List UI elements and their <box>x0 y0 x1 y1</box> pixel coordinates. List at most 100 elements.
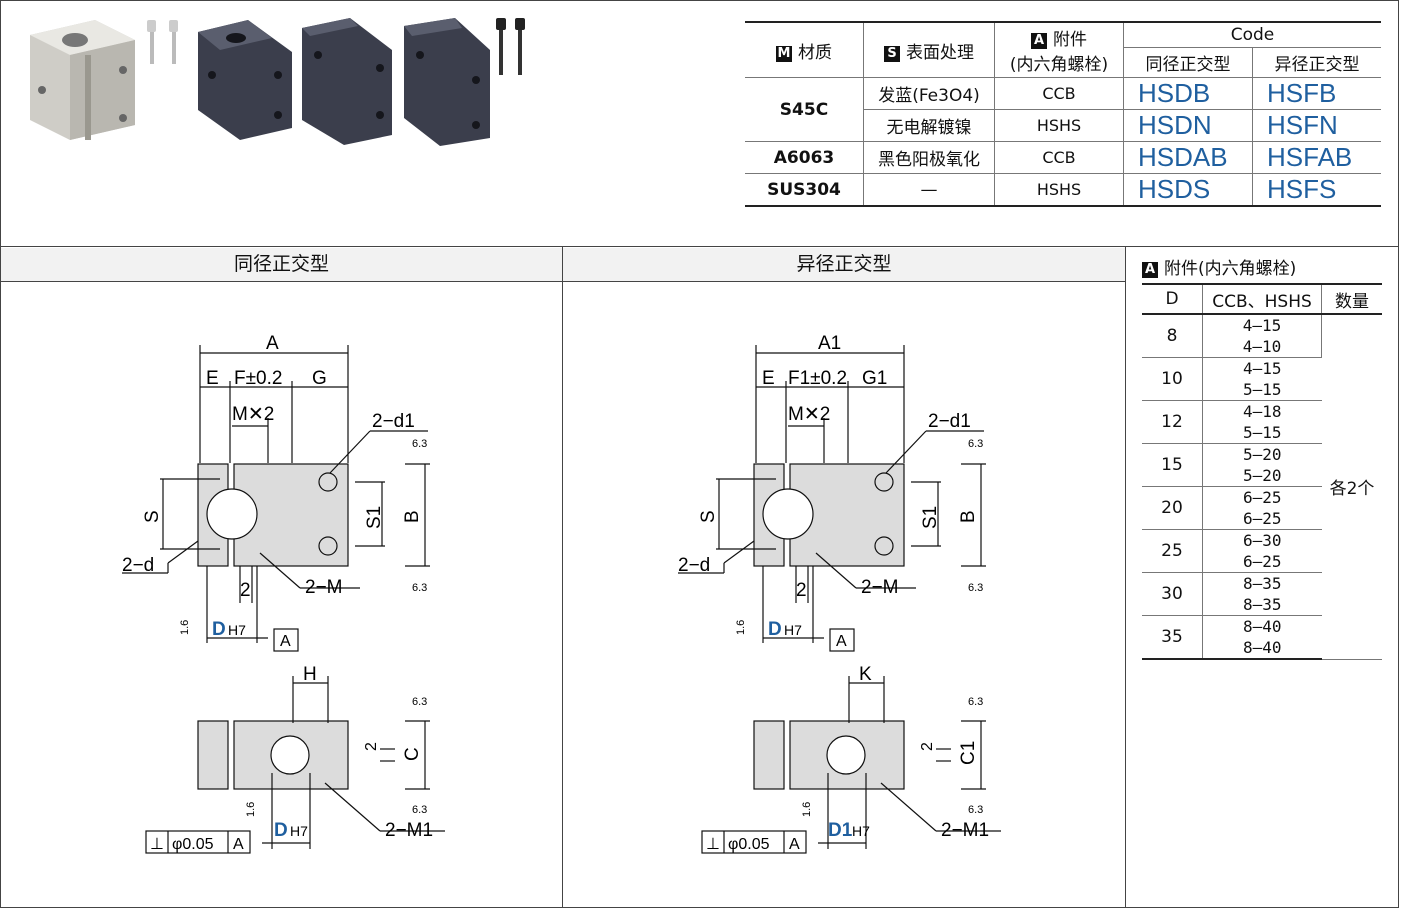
section-divider-2 <box>1125 246 1126 908</box>
dim-E: E <box>762 368 775 389</box>
code-same-cell: HSDN <box>1123 109 1253 142</box>
dim-M1: 2−M1 <box>941 820 989 841</box>
dim-K: K <box>859 664 872 685</box>
dim-D-bottom: D <box>274 820 288 841</box>
acc-header-bolt: CCB、HSHS <box>1202 283 1322 315</box>
code-same-cell: HSDS <box>1123 173 1253 207</box>
dim-S: S <box>142 510 163 523</box>
header-code-same: 同径正交型 <box>1123 47 1253 78</box>
ra-16: 1.6 <box>735 620 747 635</box>
dim-D: D <box>768 619 782 640</box>
dim-M1: 2−M1 <box>385 820 433 841</box>
ra-16-b: 1.6 <box>245 802 257 817</box>
dim-F: F±0.2 <box>234 368 282 389</box>
ra-bottom: 6.3 <box>412 582 427 594</box>
dim-d1: 2−d1 <box>928 411 971 432</box>
ra-top: 6.3 <box>412 438 427 450</box>
header-code: Code <box>1123 21 1381 48</box>
header-code-diff: 异径正交型 <box>1252 47 1381 78</box>
surface-cell: 发蓝(Fe3O4) <box>863 77 995 110</box>
dim-MX2: M✕2 <box>788 404 830 425</box>
silver-block-photo <box>30 20 135 140</box>
product-photos <box>30 18 525 146</box>
dim-d1: 2−d1 <box>372 411 415 432</box>
acc-d: 15 <box>1142 443 1203 487</box>
code-diff-cell: HSFB <box>1252 77 1381 110</box>
material-cell: SUS304 <box>745 173 864 207</box>
acc-qty: 各2个 <box>1321 314 1382 660</box>
section-divider-1 <box>562 246 563 908</box>
material-badge: M <box>776 45 792 62</box>
surface-cell: 黑色阳极氧化 <box>863 141 995 174</box>
dim-M: 2−M <box>861 577 899 598</box>
accessory-cell: CCB <box>994 77 1124 110</box>
acc-d: 12 <box>1142 400 1203 444</box>
code-diff-cell: HSFAB <box>1252 141 1381 174</box>
tol-ref: A <box>789 836 800 853</box>
code-same-cell: HSDB <box>1123 77 1253 110</box>
code-same-cell: HSDAB <box>1123 141 1253 174</box>
dim-B: B <box>402 510 423 523</box>
acc-d: 30 <box>1142 572 1203 616</box>
dim-E: E <box>206 368 219 389</box>
dim-H7-bottom: H7 <box>290 823 308 839</box>
dim-G: G <box>312 368 327 389</box>
screws-photo-2 <box>496 18 525 75</box>
dark-block-photo-1 <box>198 20 292 140</box>
section-divider-top <box>0 246 1399 247</box>
dim-slot: 2 <box>919 742 936 751</box>
acc-header-qty: 数量 <box>1321 283 1382 315</box>
datum-A: A <box>836 633 847 650</box>
accessory-badge: A <box>1142 262 1158 278</box>
acc-d: 8 <box>1142 314 1203 358</box>
dim-S: S <box>698 510 719 523</box>
material-cell: S45C <box>745 77 864 142</box>
code-diff-cell: HSFS <box>1252 173 1381 207</box>
dim-MX2: M✕2 <box>232 404 274 425</box>
dim-two: 2 <box>240 580 251 601</box>
dim-H7-bottom: H7 <box>852 823 870 839</box>
dim-G1: G1 <box>862 368 887 389</box>
tol-symbol: ⊥ <box>150 836 164 853</box>
surface-cell: — <box>863 173 995 207</box>
section-title-bottom <box>0 281 1126 282</box>
dim-F1: F1±0.2 <box>788 368 847 389</box>
material-cell: A6063 <box>745 141 864 174</box>
dim-C1: C1 <box>958 741 979 765</box>
dim-D1-bottom: D1 <box>828 820 853 841</box>
dim-d: 2−d <box>678 555 710 576</box>
dim-M: 2−M <box>305 577 343 598</box>
ra-bottom: 6.3 <box>968 582 983 594</box>
dark-block-photo-2 <box>302 18 392 145</box>
dim-A1: A1 <box>818 333 841 354</box>
accessory-cell: CCB <box>994 141 1124 174</box>
dim-two: 2 <box>796 580 807 601</box>
screws-photo-1 <box>147 20 178 64</box>
code-diff-cell: HSFN <box>1252 109 1381 142</box>
ra-top: 6.3 <box>968 438 983 450</box>
dim-H7: H7 <box>228 622 246 638</box>
dim-B: B <box>958 510 979 523</box>
surface-cell: 无电解镀镍 <box>863 109 995 142</box>
drawing-same: A E F±0.2 G M✕2 2−d1 S S1 B 2−d 2 2−M D … <box>122 333 445 854</box>
datum-A: A <box>280 633 291 650</box>
tol-value: φ0.05 <box>172 836 214 853</box>
tol-ref: A <box>233 836 244 853</box>
tol-symbol: ⊥ <box>706 836 720 853</box>
dim-S1: S1 <box>364 506 385 529</box>
dim-D: D <box>212 619 226 640</box>
dim-A: A <box>266 333 279 354</box>
acc-d: 25 <box>1142 529 1203 573</box>
acc-d: 35 <box>1142 615 1203 660</box>
ra-top-2: 6.3 <box>968 696 983 708</box>
dark-block-photo-3 <box>404 18 490 146</box>
